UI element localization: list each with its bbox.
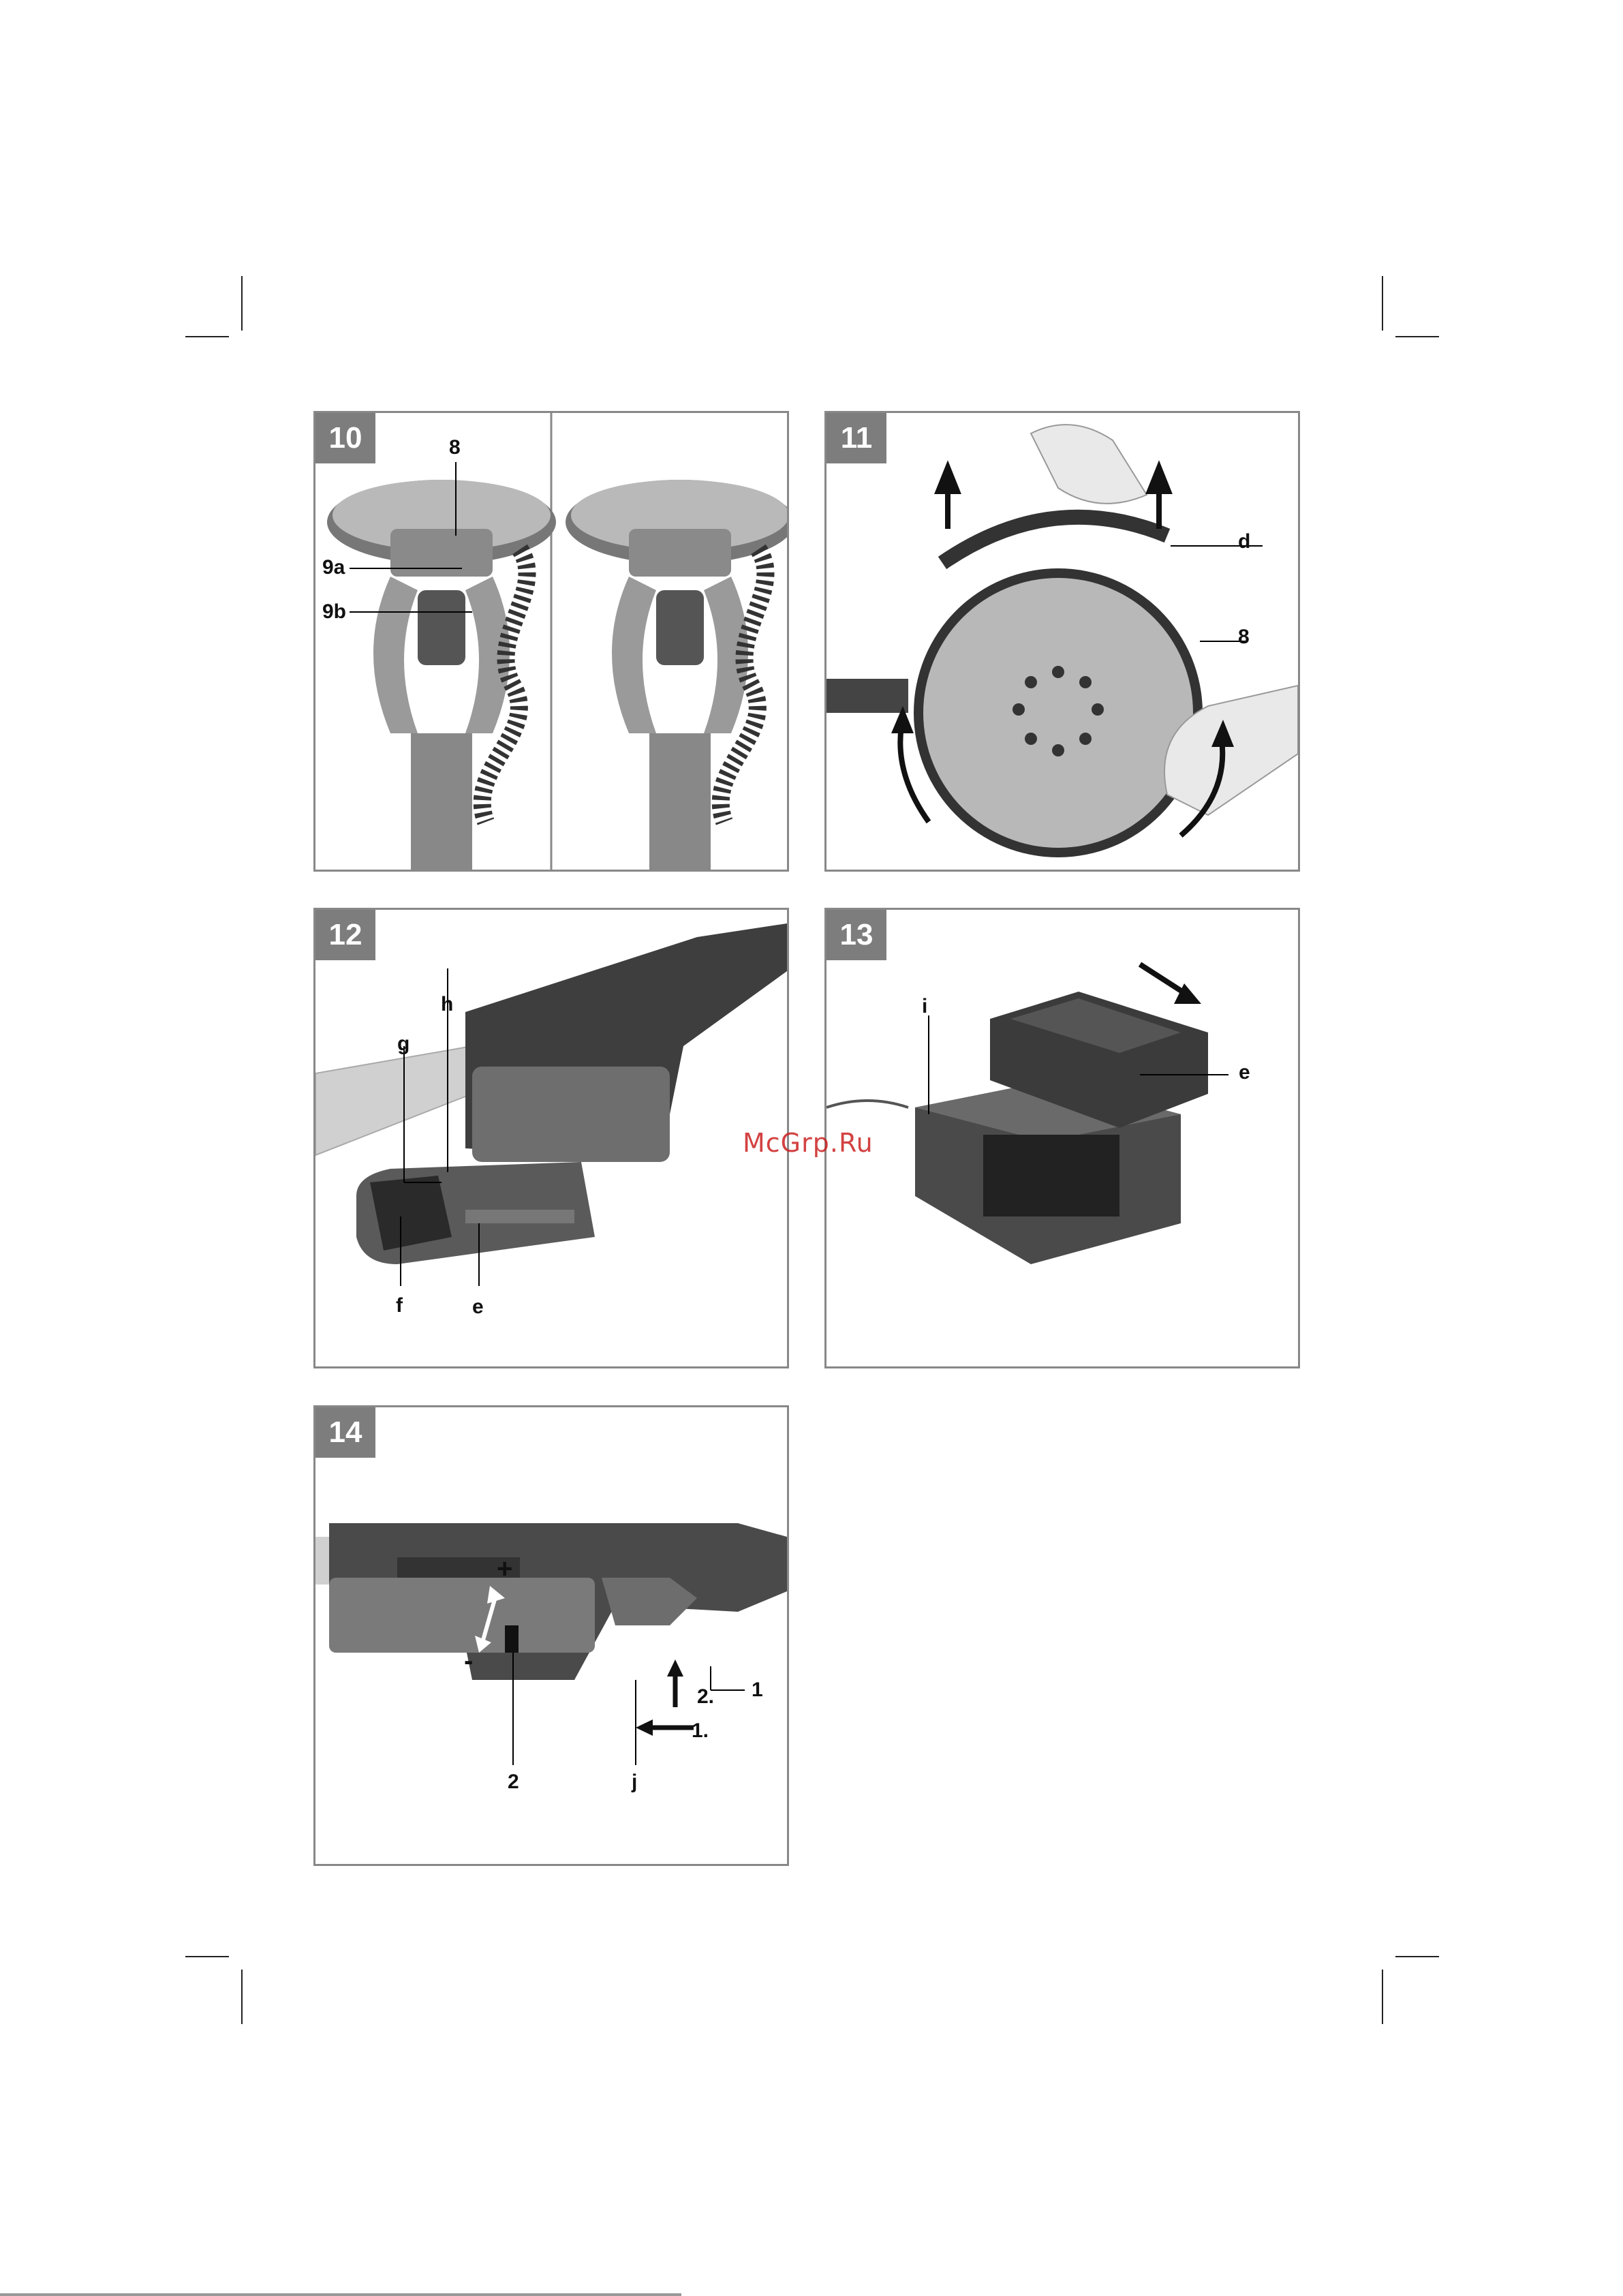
figure-14: 14 + - 1 2. 1. 2 j bbox=[313, 1405, 789, 1866]
figure-12-illustration bbox=[315, 910, 787, 1366]
crop-mark bbox=[185, 336, 229, 337]
label-g: g bbox=[397, 1032, 409, 1056]
crop-mark bbox=[1395, 1956, 1439, 1957]
label-1: 1 bbox=[752, 1679, 763, 1702]
label-e: e bbox=[472, 1296, 484, 1319]
label-e: e bbox=[1239, 1061, 1250, 1084]
label-2: 2 bbox=[508, 1771, 519, 1794]
watermark: McGrp.Ru bbox=[743, 1128, 874, 1158]
figure-number: 11 bbox=[826, 413, 886, 463]
label-minus: - bbox=[464, 1646, 473, 1677]
crop-mark bbox=[241, 1970, 243, 2024]
figure-11: 11 d 8 bbox=[824, 411, 1300, 872]
figure-10-illustration bbox=[315, 413, 787, 870]
label-8: 8 bbox=[1238, 626, 1250, 649]
label-h: h bbox=[441, 993, 453, 1016]
label-i: i bbox=[922, 995, 927, 1018]
label-d: d bbox=[1238, 530, 1250, 553]
figure-12: 12 h g f e bbox=[313, 908, 789, 1368]
figure-number: 12 bbox=[315, 910, 375, 960]
label-j: j bbox=[632, 1771, 637, 1794]
label-step-1: 1. bbox=[692, 1719, 709, 1743]
figure-number: 14 bbox=[315, 1407, 375, 1458]
label-8: 8 bbox=[449, 436, 461, 459]
figure-number: 13 bbox=[826, 910, 886, 960]
figure-11-illustration bbox=[826, 413, 1298, 870]
figure-13: 13 i e bbox=[824, 908, 1300, 1368]
crop-mark bbox=[1395, 336, 1439, 337]
figure-10: 10 8 9a 9b bbox=[313, 411, 789, 872]
label-f: f bbox=[396, 1294, 403, 1317]
footer-rule bbox=[0, 2293, 681, 2296]
crop-mark bbox=[1382, 276, 1383, 331]
label-9a: 9a bbox=[322, 556, 345, 579]
label-plus: + bbox=[497, 1554, 512, 1585]
label-9b: 9b bbox=[322, 600, 346, 624]
crop-mark bbox=[1382, 1970, 1383, 2024]
figure-13-illustration bbox=[826, 910, 1298, 1366]
figure-14-illustration bbox=[315, 1407, 787, 1864]
crop-mark bbox=[241, 276, 243, 331]
figure-number: 10 bbox=[315, 413, 375, 463]
label-step-2: 2. bbox=[697, 1685, 714, 1709]
crop-mark bbox=[185, 1956, 229, 1957]
